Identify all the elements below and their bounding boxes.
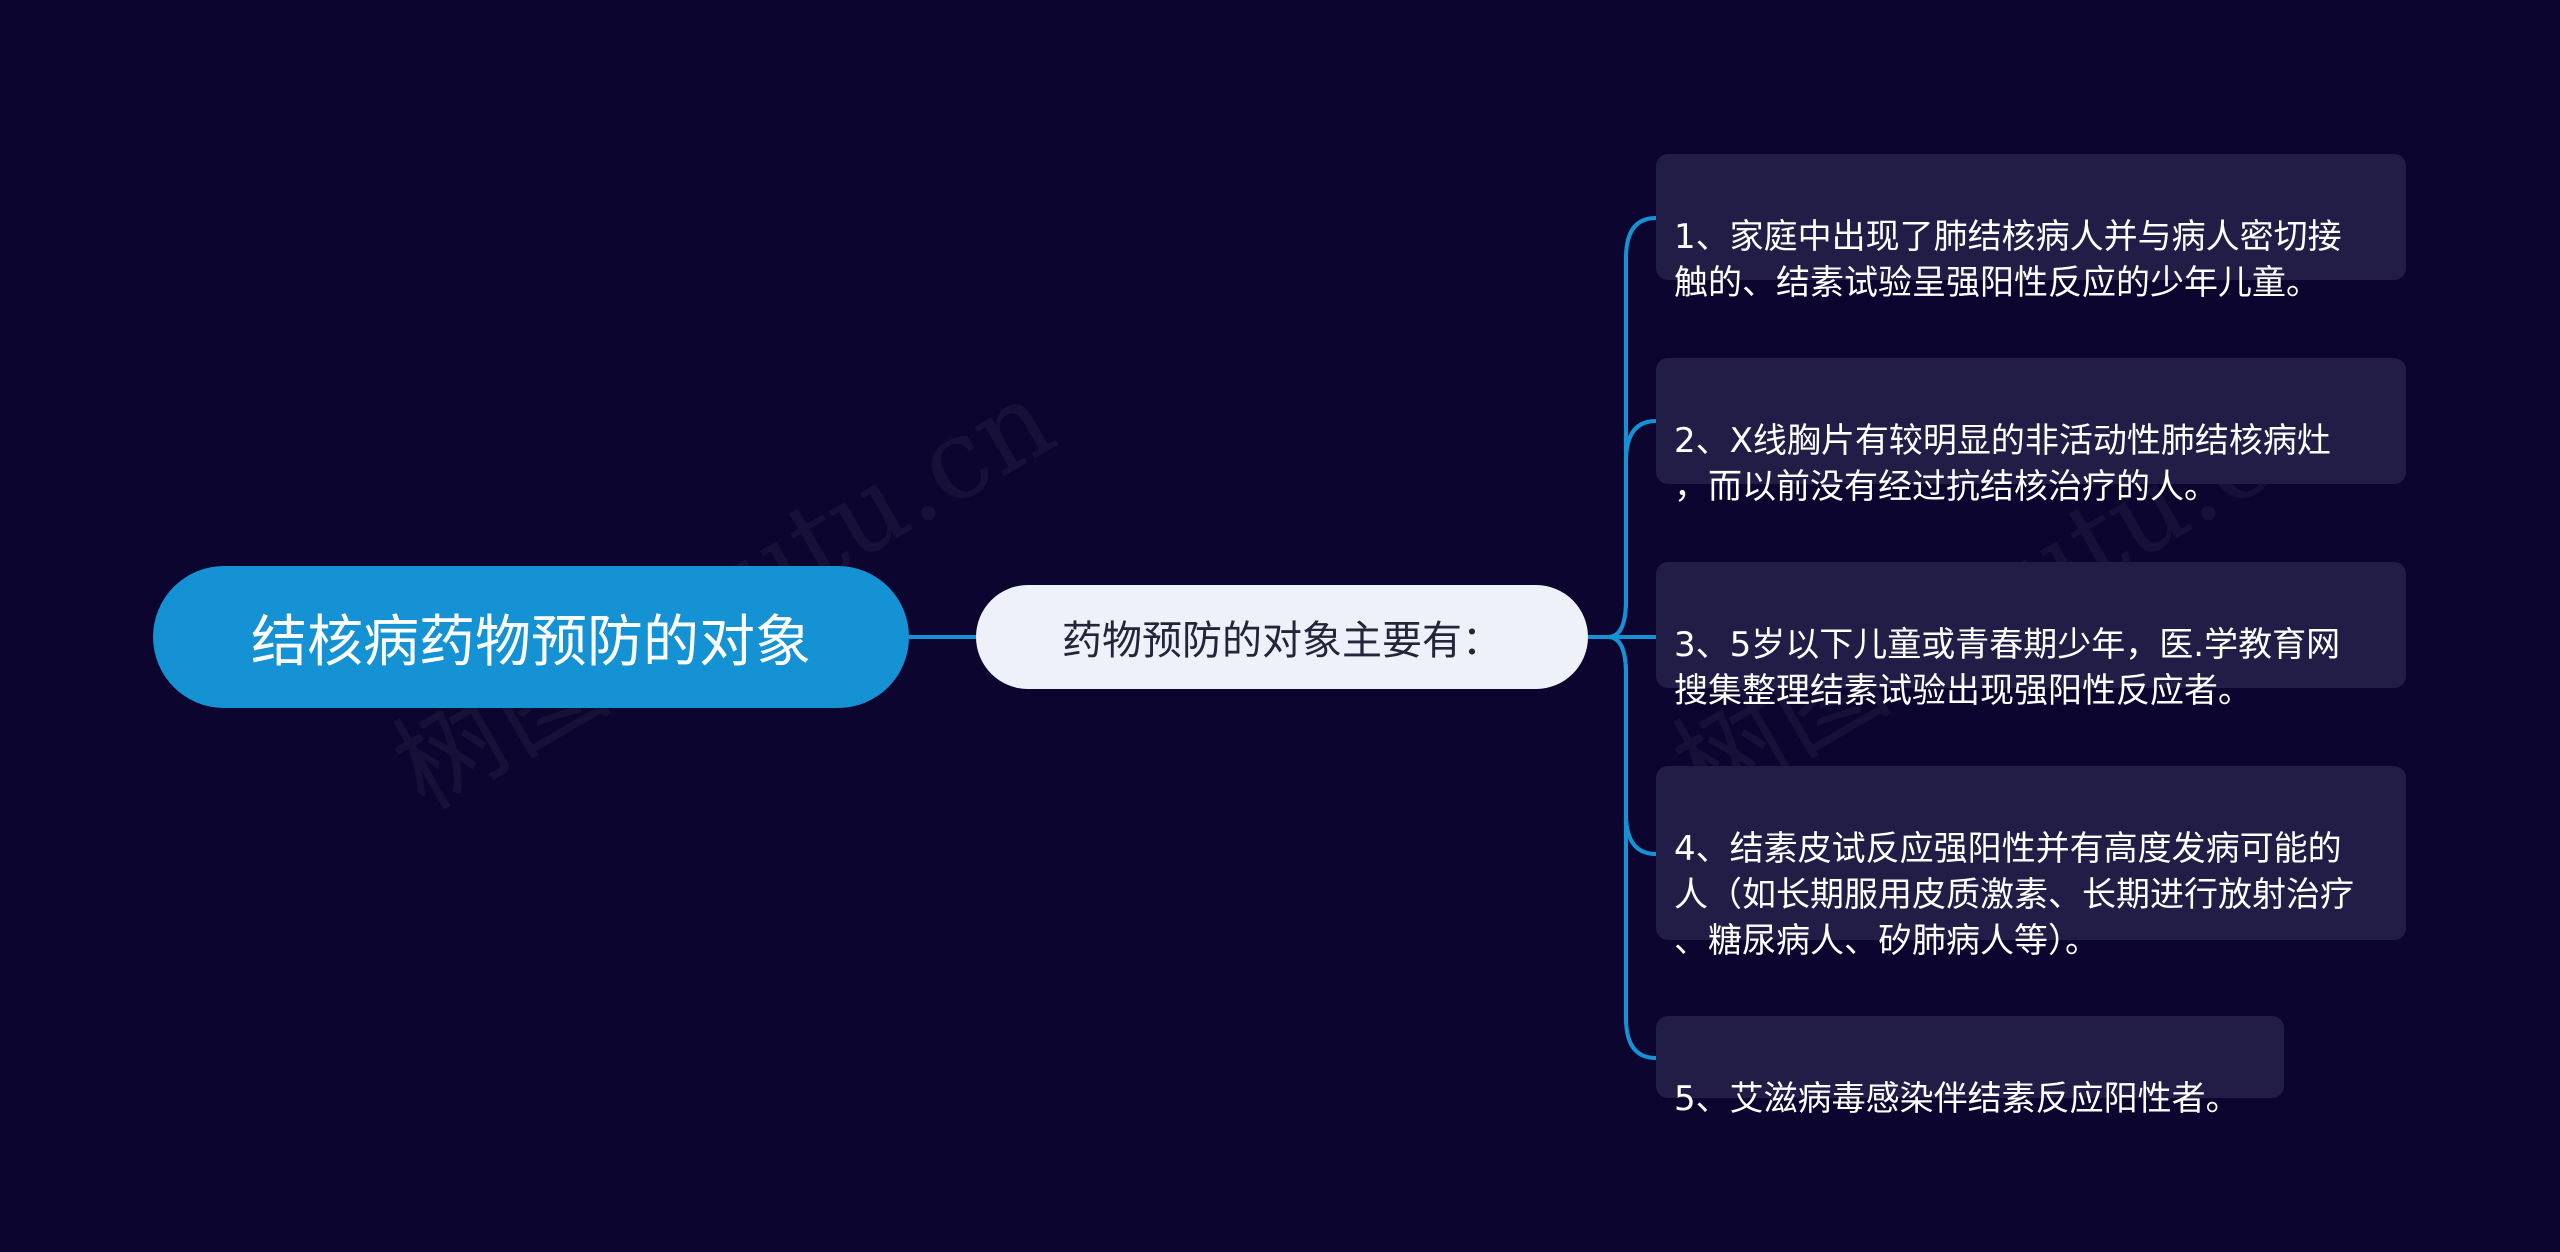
root-node[interactable]: 结核病药物预防的对象 [153, 566, 909, 708]
branch-node[interactable]: 药物预防的对象主要有： [976, 585, 1588, 689]
branch-to-leaf-connector-1 [1588, 216, 1657, 639]
leaf-node-5[interactable]: 5、艾滋病毒感染伴结素反应阳性者。 [1656, 1016, 2284, 1119]
leaf-node-5-text: 5、艾滋病毒感染伴结素反应阳性者。 [1674, 1079, 2240, 1119]
leaf-node-1[interactable]: 1、家庭中出现了肺结核病人并与病人密切接 触的、结素试验呈强阳性反应的少年儿童。 [1656, 154, 2406, 303]
branch-to-leaf-connector-4 [1588, 635, 1657, 856]
leaf-node-2-text: 2、X线胸片有较明显的非活动性肺结核病灶 ，而以前没有经过抗结核治疗的人。 [1674, 421, 2331, 507]
leaf-node-4-text: 4、结素皮试反应强阳性并有高度发病可能的 人（如长期服用皮质激素、长期进行放射治… [1674, 829, 2354, 961]
root-node-label: 结核病药物预防的对象 [251, 609, 811, 675]
leaf-node-3[interactable]: 3、5岁以下儿童或青春期少年，医.学教育网 搜集整理结素试验出现强阳性反应者。 [1656, 562, 2406, 711]
branch-node-label: 药物预防的对象主要有： [1062, 618, 1502, 664]
branch-to-leaf-connector-2 [1588, 419, 1657, 639]
leaf-node-2[interactable]: 2、X线胸片有较明显的非活动性肺结核病灶 ，而以前没有经过抗结核治疗的人。 [1656, 358, 2406, 507]
leaf-node-1-text: 1、家庭中出现了肺结核病人并与病人密切接 触的、结素试验呈强阳性反应的少年儿童。 [1674, 217, 2342, 303]
leaf-node-3-text: 3、5岁以下儿童或青春期少年，医.学教育网 搜集整理结素试验出现强阳性反应者。 [1674, 625, 2341, 711]
leaf-node-4[interactable]: 4、结素皮试反应强阳性并有高度发病可能的 人（如长期服用皮质激素、长期进行放射治… [1656, 766, 2406, 961]
